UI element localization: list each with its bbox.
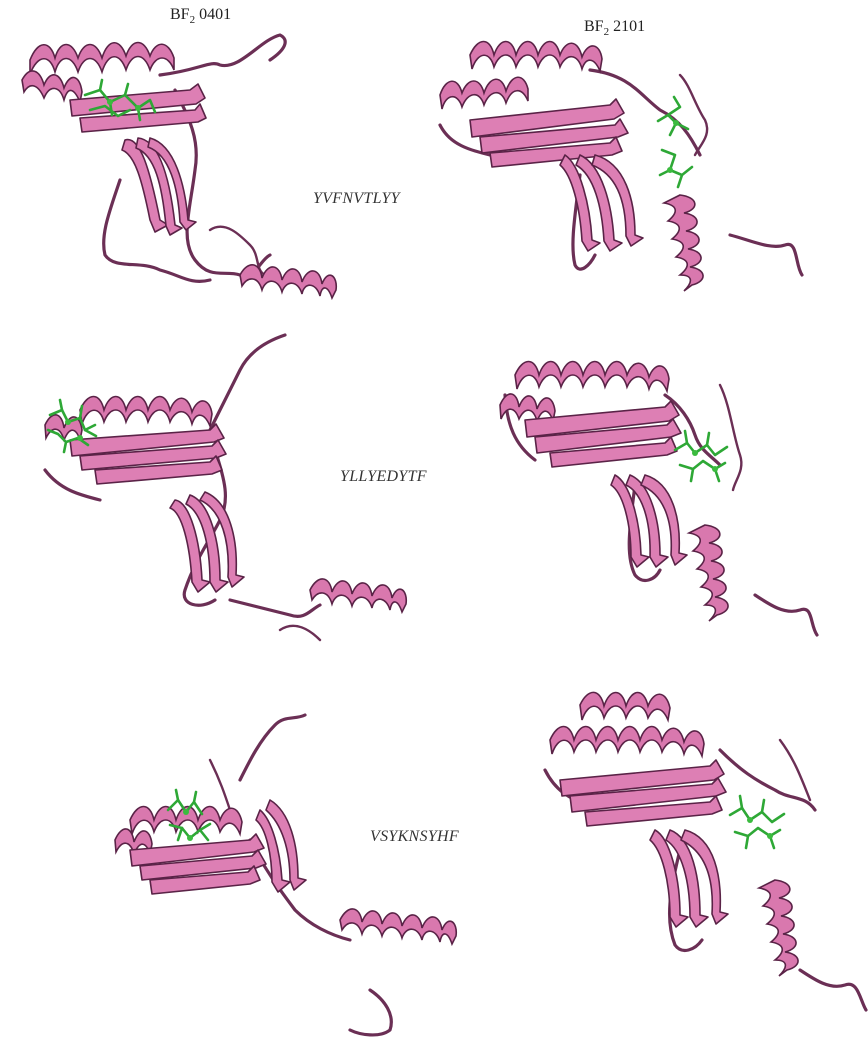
protein-cartoon-icon [40,330,420,650]
ligand-stick-icon [675,431,727,481]
structure-0401-vsyknsyhf [100,700,480,1040]
structure-2101-yvfnvtlyy [430,25,810,305]
structure-0401-yvfnvtlyy [10,20,340,310]
protein-cartoon-icon [430,25,810,305]
structure-2101-yllyedytf [495,335,825,665]
protein-cartoon-icon [540,680,868,1020]
protein-cartoon-icon [495,335,825,665]
protein-cartoon-icon [10,20,340,310]
structure-2101-vsyknsyhf [540,680,868,1020]
ligand-stick-icon [730,796,784,848]
protein-cartoon-icon [100,700,480,1040]
structure-0401-yllyedytf [40,330,420,650]
